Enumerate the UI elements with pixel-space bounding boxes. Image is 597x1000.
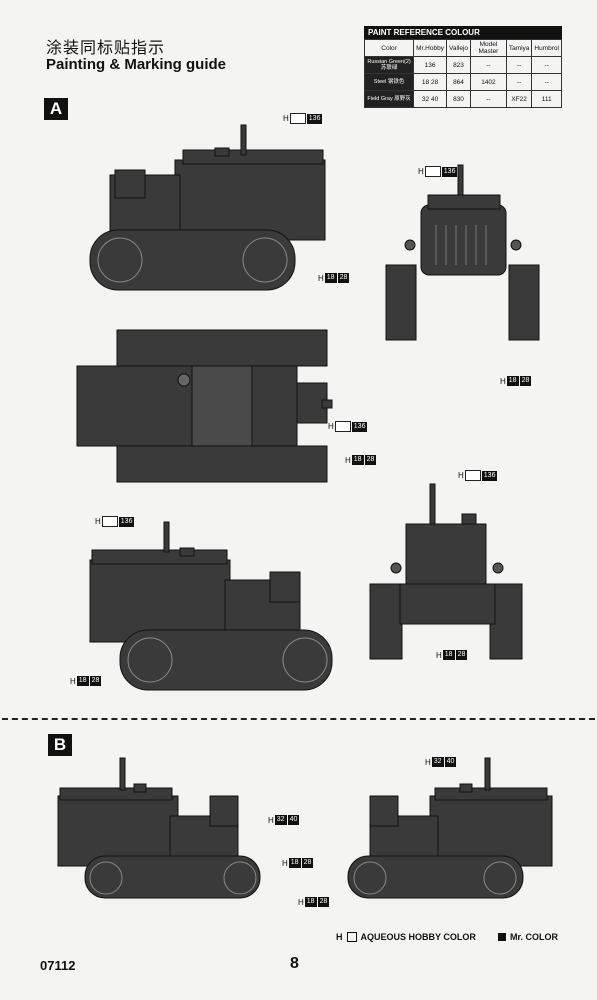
table-row: Russian Green(2) 苏联绿 136 823 -- -- -- — [363, 56, 562, 74]
tamiya-code: -- — [505, 56, 533, 74]
tractor-side-view-a1 — [89, 124, 326, 291]
section-a-label: A — [44, 98, 68, 120]
vallejo-code: 823 — [445, 56, 472, 74]
col-color: Color — [363, 39, 415, 57]
model-number: 07112 — [40, 958, 76, 973]
modelmaster-code: -- — [470, 56, 507, 74]
paint-reference-table: PAINT REFERENCE COLOUR Color Mr.Hobby Va… — [363, 26, 562, 108]
vallejo-code: 830 — [445, 90, 472, 108]
tractor-side-view-b2 — [347, 757, 553, 899]
table-row: Field Gray 原野灰 32 40 830 -- XF22 111 — [363, 90, 562, 108]
modelmaster-code: 1402 — [470, 73, 507, 91]
tractor-side-view-b1 — [57, 757, 261, 899]
tamiya-code: XF22 — [505, 90, 533, 108]
page-number: 8 — [290, 955, 299, 972]
legend-aqueous: H AQUEOUS HOBBY COLOR — [336, 932, 476, 942]
title-chinese: 涂装同标贴指示 — [46, 40, 166, 57]
tamiya-code: -- — [505, 73, 533, 91]
col-mrhobby: Mr.Hobby — [413, 39, 447, 57]
col-modelmaster: Model Master — [470, 39, 507, 57]
table-row: Steel 钢铁色 18 28 864 1402 -- -- — [363, 73, 562, 91]
section-divider — [2, 718, 595, 720]
tractor-side-view-a2 — [89, 521, 333, 691]
color-name: Steel 钢铁色 — [363, 73, 415, 91]
humbrol-code: -- — [531, 56, 562, 74]
color-name: Russian Green(2) 苏联绿 — [363, 56, 415, 74]
col-tamiya: Tamiya — [505, 39, 533, 57]
mrhobby-code: 136 — [413, 56, 447, 74]
tractor-top-view-a — [76, 329, 333, 483]
aqueous-swatch-icon: H — [336, 932, 343, 942]
hollow-box-icon — [346, 932, 357, 942]
paint-table-header-row: Color Mr.Hobby Vallejo Model Master Tami… — [363, 39, 562, 57]
col-humbrol: Humbrol — [531, 39, 562, 57]
humbrol-code: 111 — [531, 90, 562, 108]
humbrol-code: -- — [531, 73, 562, 91]
col-vallejo: Vallejo — [445, 39, 472, 57]
color-name: Field Gray 原野灰 — [363, 90, 415, 108]
filled-box-icon — [498, 933, 506, 941]
title-english: Painting & Marking guide — [46, 56, 227, 73]
mrhobby-code: 18 28 — [413, 73, 447, 91]
legend-mr-color: Mr. COLOR — [498, 932, 558, 942]
paint-table-grid: Color Mr.Hobby Vallejo Model Master Tami… — [363, 39, 562, 108]
tractor-rear-view-a — [369, 483, 523, 660]
paint-table-title: PAINT REFERENCE COLOUR — [364, 26, 562, 39]
mrhobby-code: 32 40 — [413, 90, 447, 108]
modelmaster-code: -- — [470, 90, 507, 108]
tractor-front-view-a — [385, 164, 540, 341]
vallejo-code: 864 — [445, 73, 472, 91]
section-b-label: B — [48, 734, 72, 756]
